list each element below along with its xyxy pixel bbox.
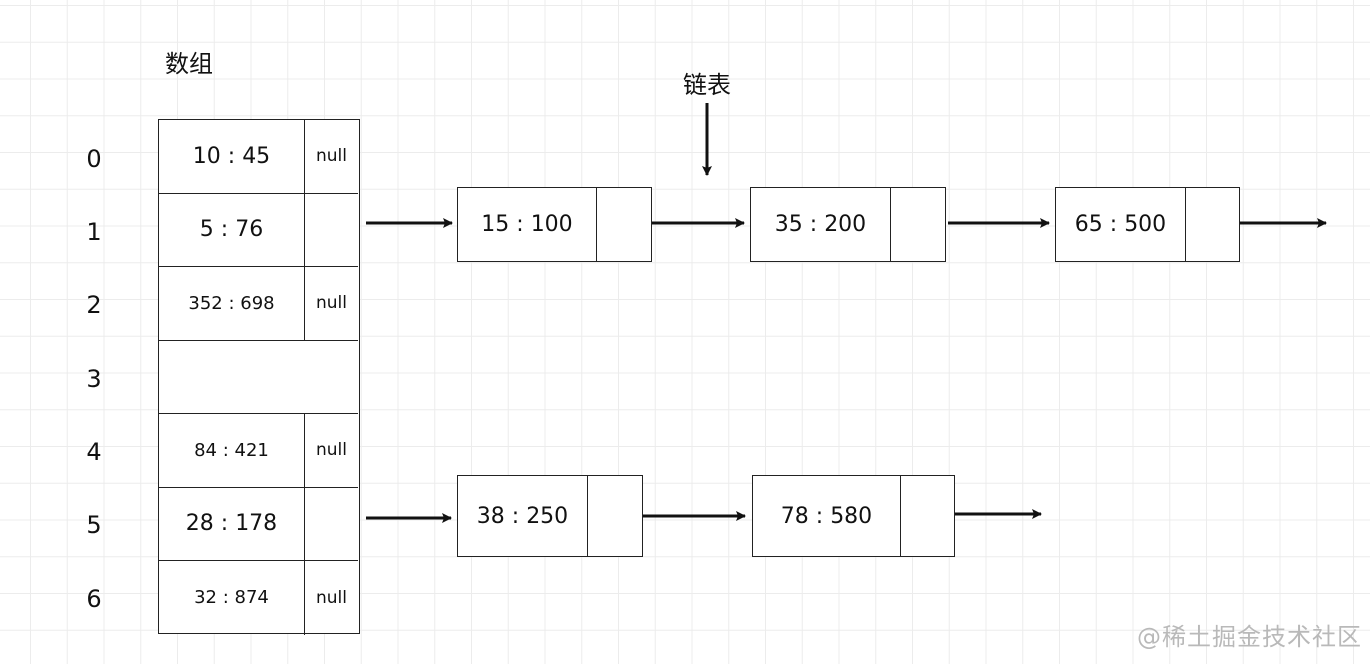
array-cell-5: 28 : 178: [159, 487, 358, 561]
array-cell-value: 84 : 421: [159, 414, 305, 487]
watermark: @稀土掘金技术社区: [1137, 623, 1362, 651]
array-cell-0: 10 : 45 null: [159, 120, 358, 194]
array-cell-pointer: null: [316, 587, 347, 608]
index-label: 1: [86, 218, 102, 246]
linked-list-label: 链表: [683, 71, 731, 99]
index-label: 2: [86, 291, 102, 319]
list-node: 15 : 100: [457, 187, 652, 262]
array-cell-value: 10 : 45: [159, 120, 305, 193]
array-cell-value: 28 : 178: [159, 487, 305, 560]
list-node-value: 38 : 250: [458, 476, 588, 556]
array-cell-pointer: null: [316, 293, 347, 314]
array-cell-2: 352 : 698 null: [159, 267, 358, 341]
list-node: 35 : 200: [750, 187, 946, 262]
array-cell-pointer: null: [316, 146, 347, 167]
array-cell-4: 84 : 421 null: [159, 414, 358, 488]
index-label: 5: [86, 511, 102, 539]
array-cell-6: 32 : 874 null: [159, 561, 358, 635]
hash-array: 10 : 45 null 5 : 76 352 : 698 null 84 : …: [158, 119, 360, 635]
index-label: 4: [86, 438, 102, 466]
array-cell-3: [159, 341, 358, 414]
array-cell-value: 5 : 76: [159, 193, 305, 266]
list-node-value: 15 : 100: [458, 188, 597, 261]
list-node: 65 : 500: [1055, 187, 1240, 262]
list-node-value: 35 : 200: [751, 188, 891, 261]
array-cell-value: 352 : 698: [159, 267, 305, 340]
list-node: 78 : 580: [752, 475, 955, 557]
list-node-value: 78 : 580: [753, 476, 901, 556]
list-node: 38 : 250: [457, 475, 643, 557]
index-label: 6: [86, 585, 102, 613]
array-cell-pointer: null: [316, 440, 347, 461]
array-label: 数组: [165, 50, 213, 78]
list-node-value: 65 : 500: [1056, 188, 1186, 261]
array-cell-value: 32 : 874: [159, 561, 305, 635]
index-label: 0: [86, 145, 102, 173]
array-cell-1: 5 : 76: [159, 193, 358, 267]
index-label: 3: [86, 365, 102, 393]
